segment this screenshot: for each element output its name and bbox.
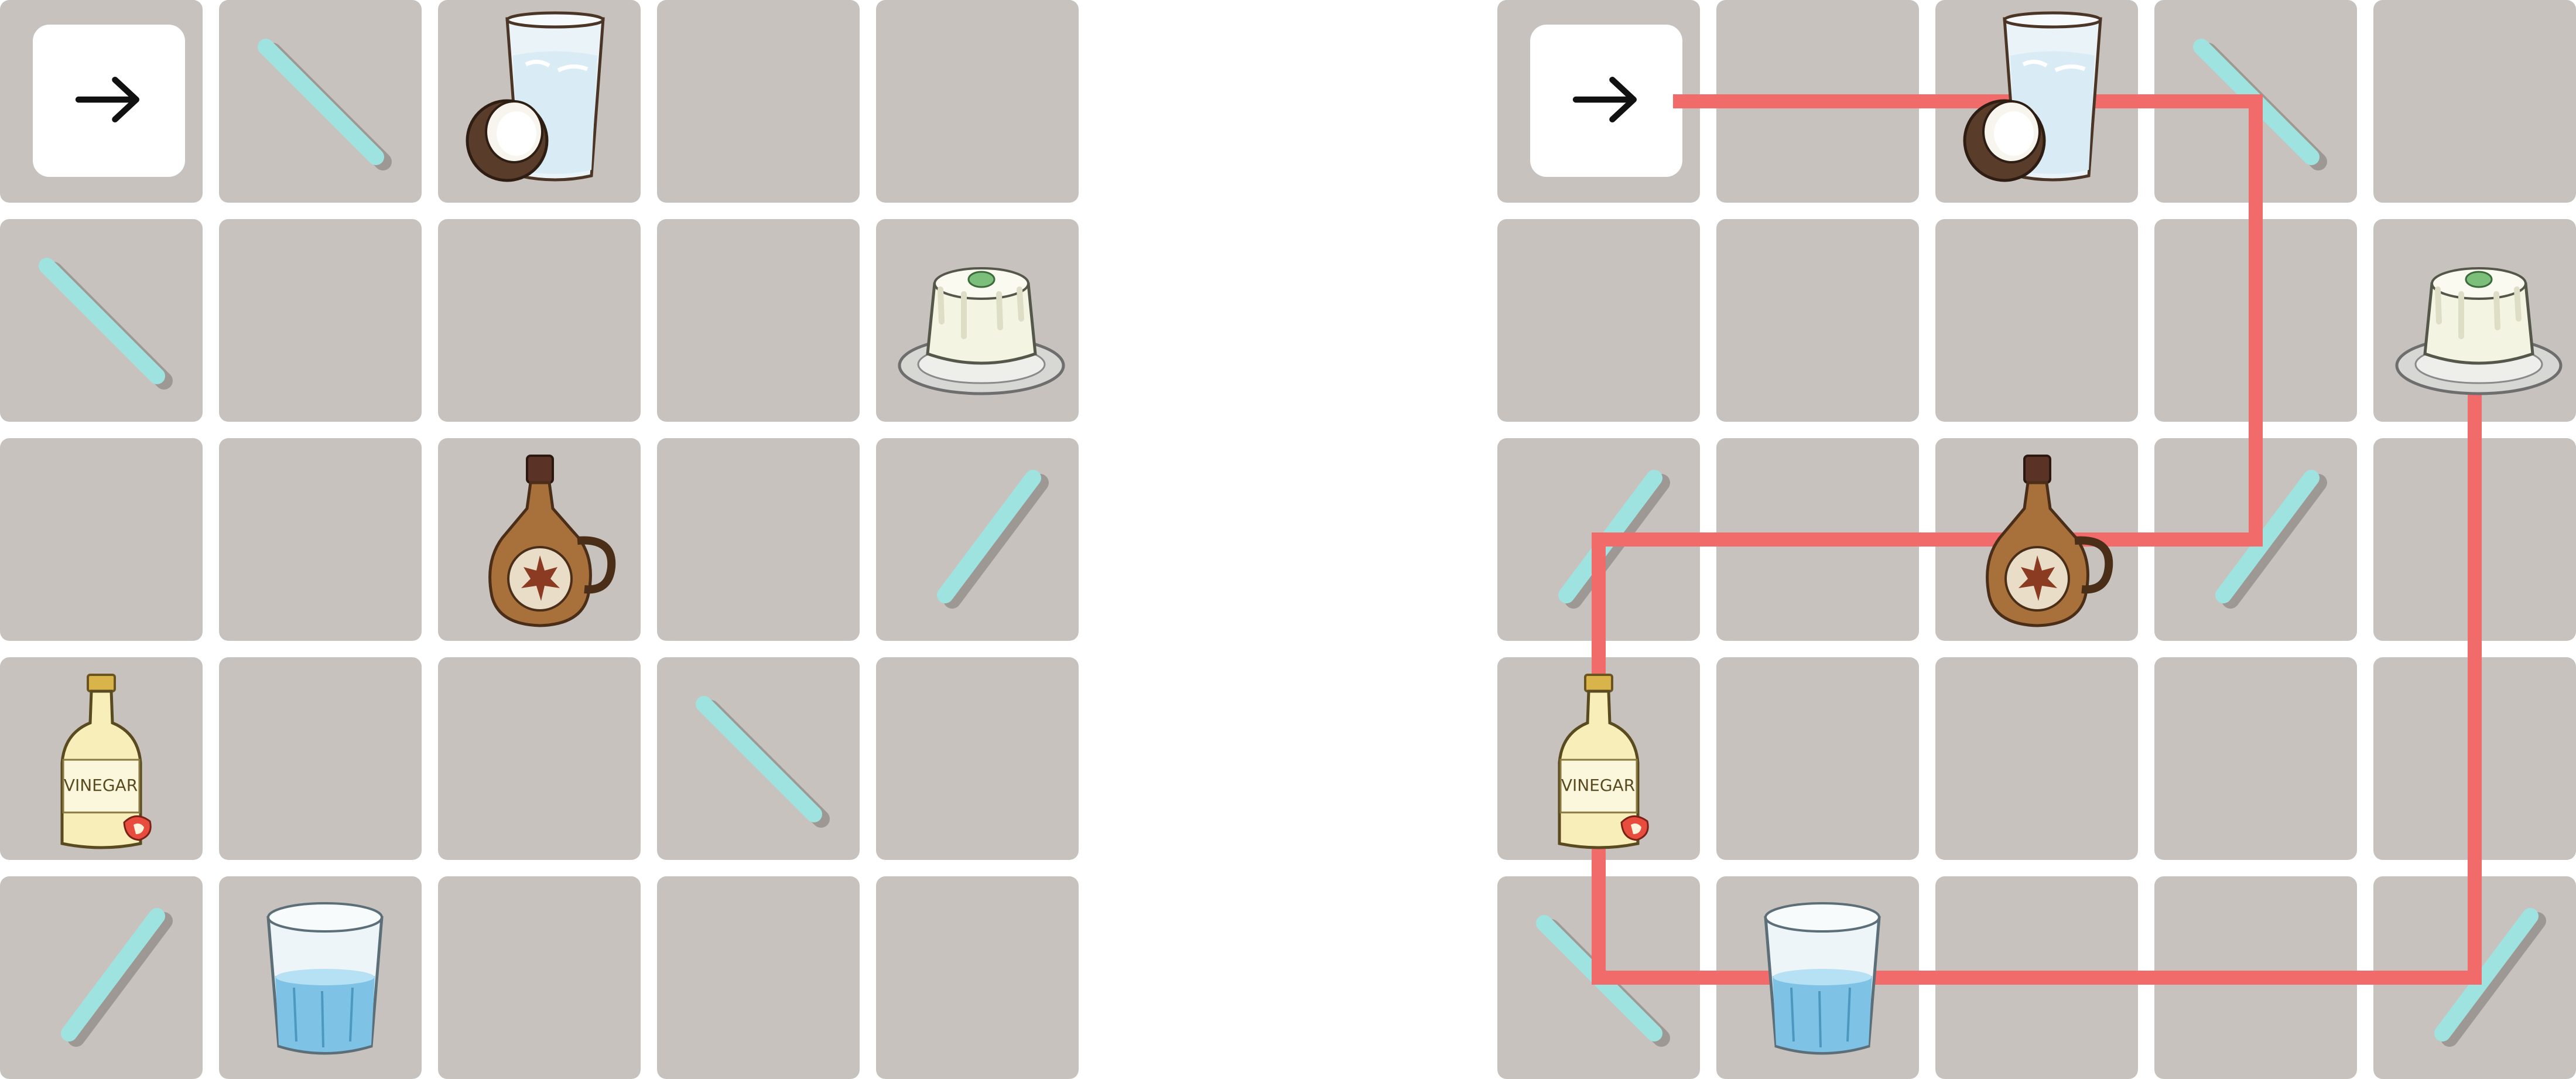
grid-cell-r2-c1[interactable] [219, 438, 422, 641]
mirror-backslash-icon[interactable] [1497, 876, 1700, 1079]
grid-cell-r1-c4[interactable] [876, 219, 1079, 422]
mirror-backslash-icon[interactable] [0, 219, 203, 422]
grid-cell-r0-c1[interactable] [1716, 0, 1919, 203]
mirror-backslash-icon[interactable] [2154, 0, 2357, 203]
grid-cell-r3-c2[interactable] [438, 657, 641, 860]
grid-cell-r4-c4[interactable] [876, 876, 1079, 1079]
mirror-slash-icon[interactable] [0, 876, 203, 1079]
grid-cell-r4-c4[interactable] [2373, 876, 2576, 1079]
grid-cell-r4-c0[interactable] [1497, 876, 1700, 1079]
svg-text:VINEGAR: VINEGAR [64, 776, 138, 795]
maple-syrup-icon [1986, 455, 2113, 627]
start-tile [33, 25, 185, 177]
grid-cell-r2-c4[interactable] [876, 438, 1079, 641]
grid-cell-r1-c0[interactable] [1497, 219, 1700, 422]
water-glass-icon [266, 902, 384, 1055]
grid-cell-r4-c0[interactable] [0, 876, 203, 1079]
grid-cell-r0-c4[interactable] [2373, 0, 2576, 203]
mirror-slash-icon[interactable] [2373, 876, 2576, 1079]
grid-cell-r3-c3[interactable] [657, 657, 860, 860]
solution-board: VINEGAR [1497, 0, 2576, 1079]
vinegar-icon: VINEGAR [60, 674, 152, 849]
grid-cell-r2-c4[interactable] [2373, 438, 2576, 641]
grid-cell-r1-c0[interactable] [0, 219, 203, 422]
grid-cell-r1-c2[interactable] [1935, 219, 2138, 422]
panna-cotta-icon [898, 267, 1065, 395]
grid-cell-r4-c2[interactable] [438, 876, 641, 1079]
grid-cell-r0-c0[interactable] [0, 0, 203, 203]
mirror-slash-icon[interactable] [876, 438, 1079, 641]
coconut-water-icon [1963, 11, 2102, 182]
grid-cell-r2-c2[interactable] [1935, 438, 2138, 641]
water-glass-icon [1764, 902, 1881, 1055]
grid-cell-r4-c3[interactable] [2154, 876, 2357, 1079]
right-arrow-icon [1568, 62, 1644, 140]
grid-cell-r3-c0[interactable]: VINEGAR [1497, 657, 1700, 860]
grid-cell-r4-c1[interactable] [219, 876, 422, 1079]
start-tile [1530, 25, 1682, 177]
grid-cell-r4-c2[interactable] [1935, 876, 2138, 1079]
grid-cell-r3-c4[interactable] [876, 657, 1079, 860]
grid-cell-r1-c1[interactable] [1716, 219, 1919, 422]
grid-cell-r3-c0[interactable]: VINEGAR [0, 657, 203, 860]
grid-cell-r1-c2[interactable] [438, 219, 641, 422]
grid-cell-r1-c3[interactable] [657, 219, 860, 422]
mirror-slash-icon[interactable] [1497, 438, 1700, 641]
panna-cotta-icon [2395, 267, 2563, 395]
grid-cell-r2-c1[interactable] [1716, 438, 1919, 641]
grid-cell-r1-c4[interactable] [2373, 219, 2576, 422]
mirror-backslash-icon[interactable] [657, 657, 860, 860]
maple-syrup-icon [488, 455, 616, 627]
grid-cell-r0-c3[interactable] [657, 0, 860, 203]
grid-cell-r2-c0[interactable] [0, 438, 203, 641]
grid-cell-r2-c2[interactable] [438, 438, 641, 641]
grid-cell-r0-c2[interactable] [1935, 0, 2138, 203]
grid-cell-r0-c1[interactable] [219, 0, 422, 203]
grid-cell-r4-c3[interactable] [657, 876, 860, 1079]
grid-cell-r3-c3[interactable] [2154, 657, 2357, 860]
mirror-backslash-icon[interactable] [219, 0, 422, 203]
grid-cell-r4-c1[interactable] [1716, 876, 1919, 1079]
right-arrow-icon [71, 62, 147, 140]
mirror-slash-icon[interactable] [2154, 438, 2357, 641]
grid-cell-r3-c1[interactable] [219, 657, 422, 860]
vinegar-icon: VINEGAR [1558, 674, 1649, 849]
puzzle-board: VINEGAR [0, 0, 1079, 1079]
grid-cell-r0-c0[interactable] [1497, 0, 1700, 203]
grid-cell-r0-c3[interactable] [2154, 0, 2357, 203]
grid-cell-r2-c3[interactable] [2154, 438, 2357, 641]
grid-cell-r3-c2[interactable] [1935, 657, 2138, 860]
grid-cell-r1-c3[interactable] [2154, 219, 2357, 422]
grid-cell-r2-c3[interactable] [657, 438, 860, 641]
coconut-water-icon [466, 11, 605, 182]
grid-cell-r3-c4[interactable] [2373, 657, 2576, 860]
grid-cell-r2-c0[interactable] [1497, 438, 1700, 641]
grid-cell-r0-c2[interactable] [438, 0, 641, 203]
grid-cell-r1-c1[interactable] [219, 219, 422, 422]
svg-text:VINEGAR: VINEGAR [1561, 776, 1635, 795]
grid-cell-r0-c4[interactable] [876, 0, 1079, 203]
grid-cell-r3-c1[interactable] [1716, 657, 1919, 860]
